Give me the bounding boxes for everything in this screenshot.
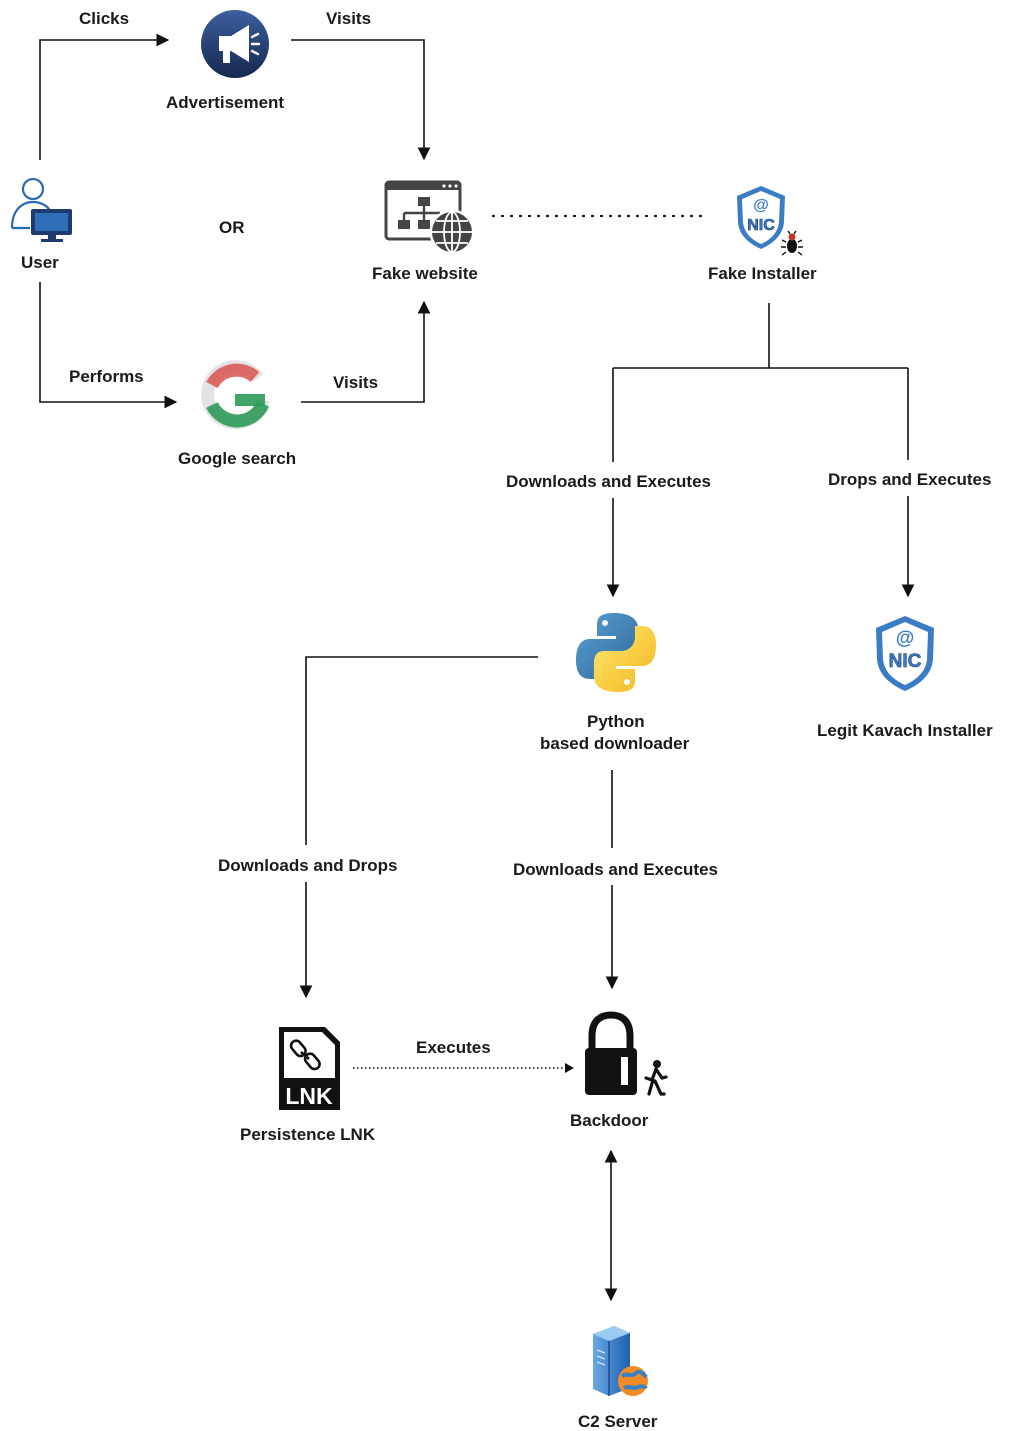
- node-fake-installer: @ NIC Fake Installer: [708, 186, 817, 283]
- lnk-file-icon: LNK: [279, 1027, 340, 1110]
- chain-link-icon: [289, 1039, 321, 1071]
- bug-icon: [781, 230, 803, 256]
- nic-at-symbol-legit: @: [896, 628, 915, 649]
- edge-label-executes: Executes: [416, 1038, 491, 1057]
- nic-shield-bug-icon: @ NIC: [737, 186, 803, 256]
- nic-at-symbol: @: [753, 197, 769, 214]
- user-label: User: [21, 253, 59, 272]
- python-label-line1: Python: [587, 712, 645, 731]
- google-g-icon: [201, 360, 270, 430]
- fake-website-label: Fake website: [372, 264, 478, 283]
- user-computer-icon: [10, 177, 72, 242]
- node-c2-server: C2 Server: [578, 1326, 658, 1431]
- nic-text-legit: NIC: [889, 651, 922, 672]
- edge-label-drops-executes: Drops and Executes: [828, 470, 991, 489]
- megaphone-icon: [201, 10, 269, 78]
- edge-label-downloads-executes-1: Downloads and Executes: [506, 472, 711, 491]
- edge-installer-split: [612, 303, 909, 462]
- node-google-search: Google search: [178, 360, 296, 468]
- website-sitemap-globe-icon: [384, 180, 475, 255]
- node-python-downloader: Python based downloader: [540, 613, 690, 753]
- edge-user-advertisement: [39, 33, 170, 160]
- edge-label-clicks: Clicks: [79, 9, 129, 28]
- google-search-label: Google search: [178, 449, 296, 468]
- edge-label-downloads-drops: Downloads and Drops: [218, 856, 397, 875]
- lnk-file-text: LNK: [285, 1083, 333, 1109]
- or-label: OR: [219, 218, 245, 237]
- persistence-lnk-label: Persistence LNK: [240, 1125, 376, 1144]
- padlock-intruder-icon: [585, 1011, 668, 1096]
- node-legit-installer: @ NIC Legit Kavach Installer: [817, 616, 993, 740]
- python-label-line2: based downloader: [540, 734, 690, 753]
- node-fake-website: Fake website: [372, 180, 478, 283]
- python-logo-icon: [576, 613, 656, 692]
- edge-label-downloads-executes-2: Downloads and Executes: [513, 860, 718, 879]
- nic-text: NIC: [747, 217, 775, 234]
- edge-advertisement-website: [291, 39, 431, 161]
- fake-installer-label: Fake Installer: [708, 264, 817, 283]
- edge-label-visits-google: Visits: [333, 373, 378, 392]
- backdoor-label: Backdoor: [570, 1111, 649, 1130]
- node-backdoor: Backdoor: [570, 1011, 668, 1130]
- nic-shield-icon: @ NIC: [876, 616, 934, 691]
- edge-lnk-backdoor: [353, 1063, 574, 1073]
- edge-label-performs: Performs: [69, 367, 144, 386]
- edge-label-visits-ad: Visits: [326, 9, 371, 28]
- node-advertisement: Advertisement: [166, 10, 284, 112]
- edge-python-lnk: [299, 656, 538, 999]
- node-persistence-lnk: LNK Persistence LNK: [240, 1027, 376, 1144]
- edge-google-website: [301, 300, 431, 403]
- c2-server-label: C2 Server: [578, 1412, 658, 1431]
- server-globe-icon: [593, 1326, 648, 1396]
- legit-installer-label: Legit Kavach Installer: [817, 721, 993, 740]
- edge-user-google: [39, 282, 178, 409]
- node-user: User: [10, 177, 72, 272]
- advertisement-label: Advertisement: [166, 93, 284, 112]
